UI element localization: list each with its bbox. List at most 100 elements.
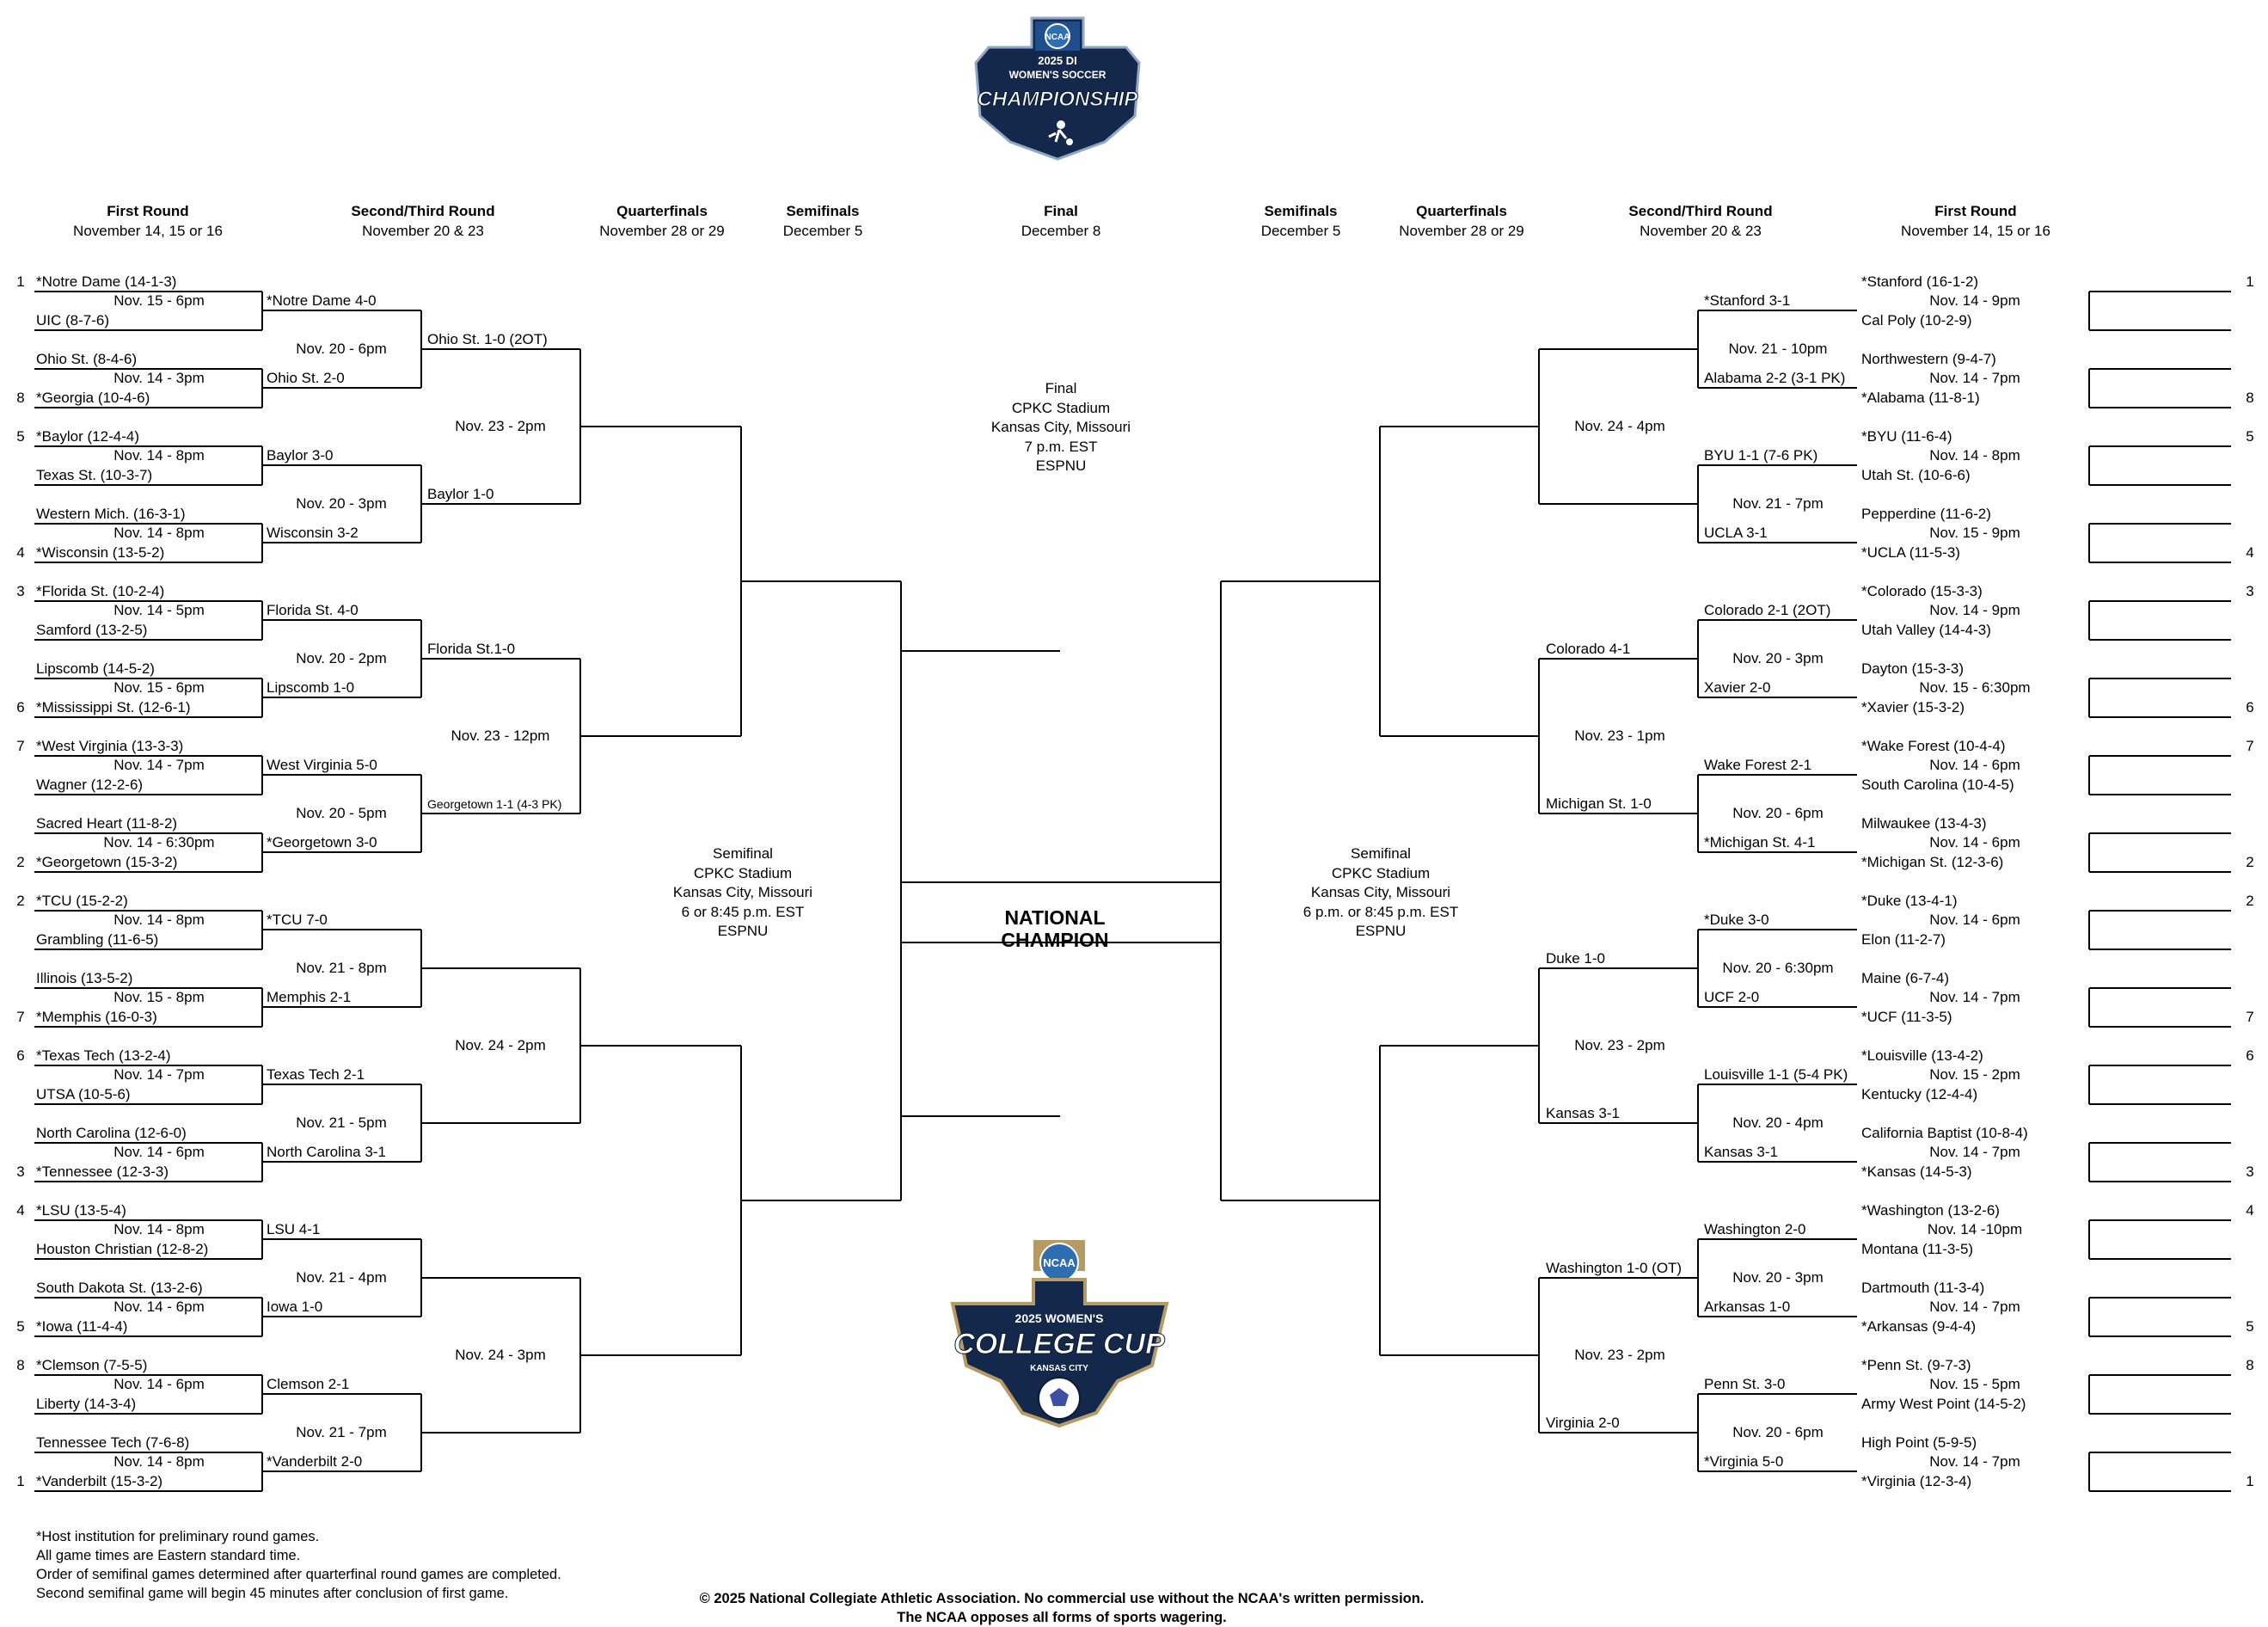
team-name: Elon (11-2-7) [1861, 931, 1946, 948]
info-line: ESPNU [1355, 923, 1407, 939]
team-name: Kentucky (12-4-4) [1861, 1086, 1978, 1102]
team-name: *Duke (13-4-1) [1861, 893, 1958, 909]
team-name: *Vanderbilt (15-3-2) [36, 1473, 163, 1489]
game-info: Nov. 14 - 5pm [113, 602, 205, 618]
seed-number: 1 [16, 273, 25, 290]
game-info: Nov. 20 - 5pm [296, 805, 387, 821]
team-name: Montana (11-3-5) [1861, 1241, 1974, 1257]
game-info: Nov. 14 - 9pm [1929, 602, 2020, 618]
team-result: Duke 1-0 [1546, 950, 1605, 967]
seed-number: 4 [16, 1202, 25, 1219]
round-date: December 8 [1021, 223, 1101, 239]
round-title: Second/Third Round [351, 203, 495, 219]
game-info: Nov. 14 - 7pm [1929, 1299, 2020, 1315]
team-result: *Notre Dame 4-0 [267, 292, 377, 309]
game-info: Nov. 14 - 7pm [113, 757, 205, 773]
seed-number: 8 [2246, 1357, 2254, 1373]
team-result: *Georgetown 3-0 [267, 834, 377, 850]
game-info: Nov. 14 - 6pm [113, 1299, 205, 1315]
info-line: CPKC Stadium [1331, 864, 1431, 881]
info-line: 7 p.m. EST [1024, 438, 1098, 455]
seed-number: 5 [16, 428, 25, 445]
game-info: Nov. 14 - 7pm [1929, 1144, 2020, 1160]
round-title: Second/Third Round [1628, 203, 1773, 219]
seed-number: 5 [2246, 1318, 2254, 1335]
game-info: Nov. 20 - 4pm [1732, 1114, 1824, 1131]
game-info: Nov. 14 - 7pm [113, 1066, 205, 1083]
team-result: Clemson 2-1 [267, 1376, 350, 1392]
seed-number: 3 [2246, 583, 2254, 599]
game-info: Nov. 20 - 6pm [1732, 1424, 1824, 1440]
team-result: Penn St. 3-0 [1704, 1376, 1786, 1392]
team-name: Pepperdine (11-6-2) [1861, 506, 1991, 522]
seed-number: 6 [16, 1047, 25, 1064]
copyright: © 2025 National Collegiate Athletic Asso… [632, 1589, 1492, 1627]
team-name: *Florida St. (10-2-4) [36, 583, 165, 599]
team-result: *Vanderbilt 2-0 [267, 1453, 363, 1470]
footnote-line: Second semifinal game will begin 45 minu… [36, 1586, 509, 1601]
round-date: November 14, 15 or 16 [1901, 223, 2050, 239]
game-info: Nov. 14 - 8pm [113, 447, 205, 464]
round-date: November 20 & 23 [362, 223, 484, 239]
round-date: November 20 & 23 [1640, 223, 1762, 239]
champ-logo-year: 2025 DI [1038, 54, 1077, 67]
seed-number: 7 [16, 1009, 25, 1025]
team-result: Xavier 2-0 [1704, 679, 1771, 696]
game-info: Nov. 21 - 5pm [296, 1114, 387, 1131]
team-name: *Texas Tech (13-2-4) [36, 1047, 171, 1064]
team-name: *LSU (13-5-4) [36, 1202, 126, 1219]
game-info: Nov. 24 - 4pm [1574, 418, 1665, 434]
copyright-line: © 2025 National Collegiate Athletic Asso… [699, 1591, 1425, 1606]
team-name: Dayton (15-3-3) [1861, 660, 1965, 677]
team-result: Georgetown 1-1 (4-3 PK) [427, 797, 562, 811]
game-info: Nov. 14 - 6pm [113, 1144, 205, 1160]
seed-number: 2 [16, 854, 25, 870]
footnote-line: All game times are Eastern standard time… [36, 1548, 301, 1563]
seed-number: 8 [16, 1357, 25, 1373]
team-result: Michigan St. 1-0 [1546, 795, 1652, 812]
team-result: *Michigan St. 4-1 [1704, 834, 1816, 850]
team-name: Samford (13-2-5) [36, 622, 148, 638]
team-result: Florida St. 4-0 [267, 602, 359, 618]
round-date: December 5 [782, 223, 863, 239]
team-result: Colorado 4-1 [1546, 641, 1631, 657]
game-info: Nov. 14 - 3pm [113, 370, 205, 386]
team-name: Texas St. (10-3-7) [36, 467, 153, 483]
team-result: Louisville 1-1 (5-4 PK) [1704, 1066, 1848, 1083]
team-name: UIC (8-7-6) [36, 312, 110, 328]
team-name: *Colorado (15-3-3) [1861, 583, 1983, 599]
team-name: *Michigan St. (12-3-6) [1861, 854, 2004, 870]
game-info: Nov. 14 - 8pm [113, 912, 205, 928]
copyright-line: The NCAA opposes all forms of sports wag… [897, 1610, 1227, 1625]
soccer-player-icon [1057, 120, 1065, 129]
team-name: *Alabama (11-8-1) [1861, 390, 1980, 406]
round-title: Semifinals [1264, 203, 1338, 219]
team-result: Washington 1-0 (OT) [1546, 1260, 1683, 1276]
team-name: California Baptist (10-8-4) [1861, 1125, 2028, 1141]
team-name: *Memphis (16-0-3) [36, 1009, 157, 1025]
team-result: Arkansas 1-0 [1704, 1299, 1791, 1315]
info-line: Final [1045, 380, 1077, 396]
round-title: Final [1044, 203, 1078, 219]
seed-number: 4 [2246, 544, 2254, 561]
info-line: CPKC Stadium [1011, 399, 1111, 416]
game-info: Nov. 20 - 6pm [1732, 805, 1824, 821]
team-name: *Notre Dame (14-1-3) [36, 273, 177, 290]
team-name: Wagner (12-2-6) [36, 777, 144, 793]
seed-number: 6 [2246, 699, 2254, 715]
team-name: *Virginia (12-3-4) [1861, 1473, 1972, 1489]
game-info: Nov. 24 - 3pm [455, 1347, 546, 1363]
round-date: November 28 or 29 [1399, 223, 1524, 239]
team-name: Northwestern (9-4-7) [1861, 351, 1996, 367]
game-info: Nov. 20 - 6:30pm [1722, 960, 1834, 976]
team-result: Texas Tech 2-1 [267, 1066, 365, 1083]
champion-line: CHAMPION [1001, 929, 1109, 951]
seed-number: 1 [2246, 1473, 2254, 1489]
team-name: *Washington (13-2-6) [1861, 1202, 2000, 1219]
game-info: Nov. 20 - 2pm [296, 650, 387, 666]
team-name: Maine (6-7-4) [1861, 970, 1950, 986]
team-name: Utah St. (10-6-6) [1861, 467, 1971, 483]
